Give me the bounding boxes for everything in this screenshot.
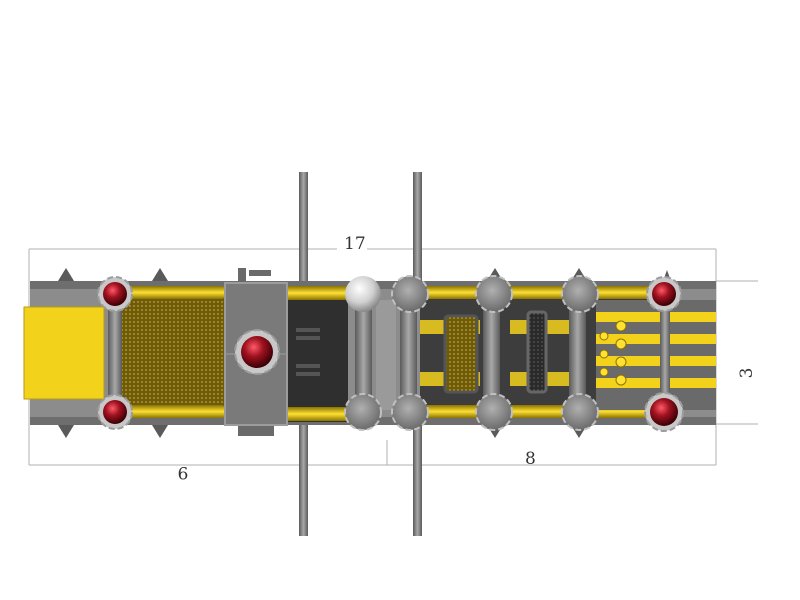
pillar-pair: [355, 300, 417, 410]
dimension-width: 3: [737, 368, 757, 379]
left-mesh-section: [108, 286, 226, 418]
tunnel-section: [288, 286, 348, 422]
dimension-overall-length: 17: [344, 234, 366, 254]
gray-pillar-caps: [344, 275, 599, 431]
dimension-labels: 17 9 8 3: [178, 232, 757, 482]
dimension-left-section: 9: [178, 462, 189, 482]
red-corner-balls: [97, 276, 684, 432]
white-ball: [345, 276, 381, 312]
dimension-right-section: 8: [525, 449, 536, 469]
entry-ramp: [23, 306, 105, 400]
exit-striped-section: [596, 300, 716, 410]
